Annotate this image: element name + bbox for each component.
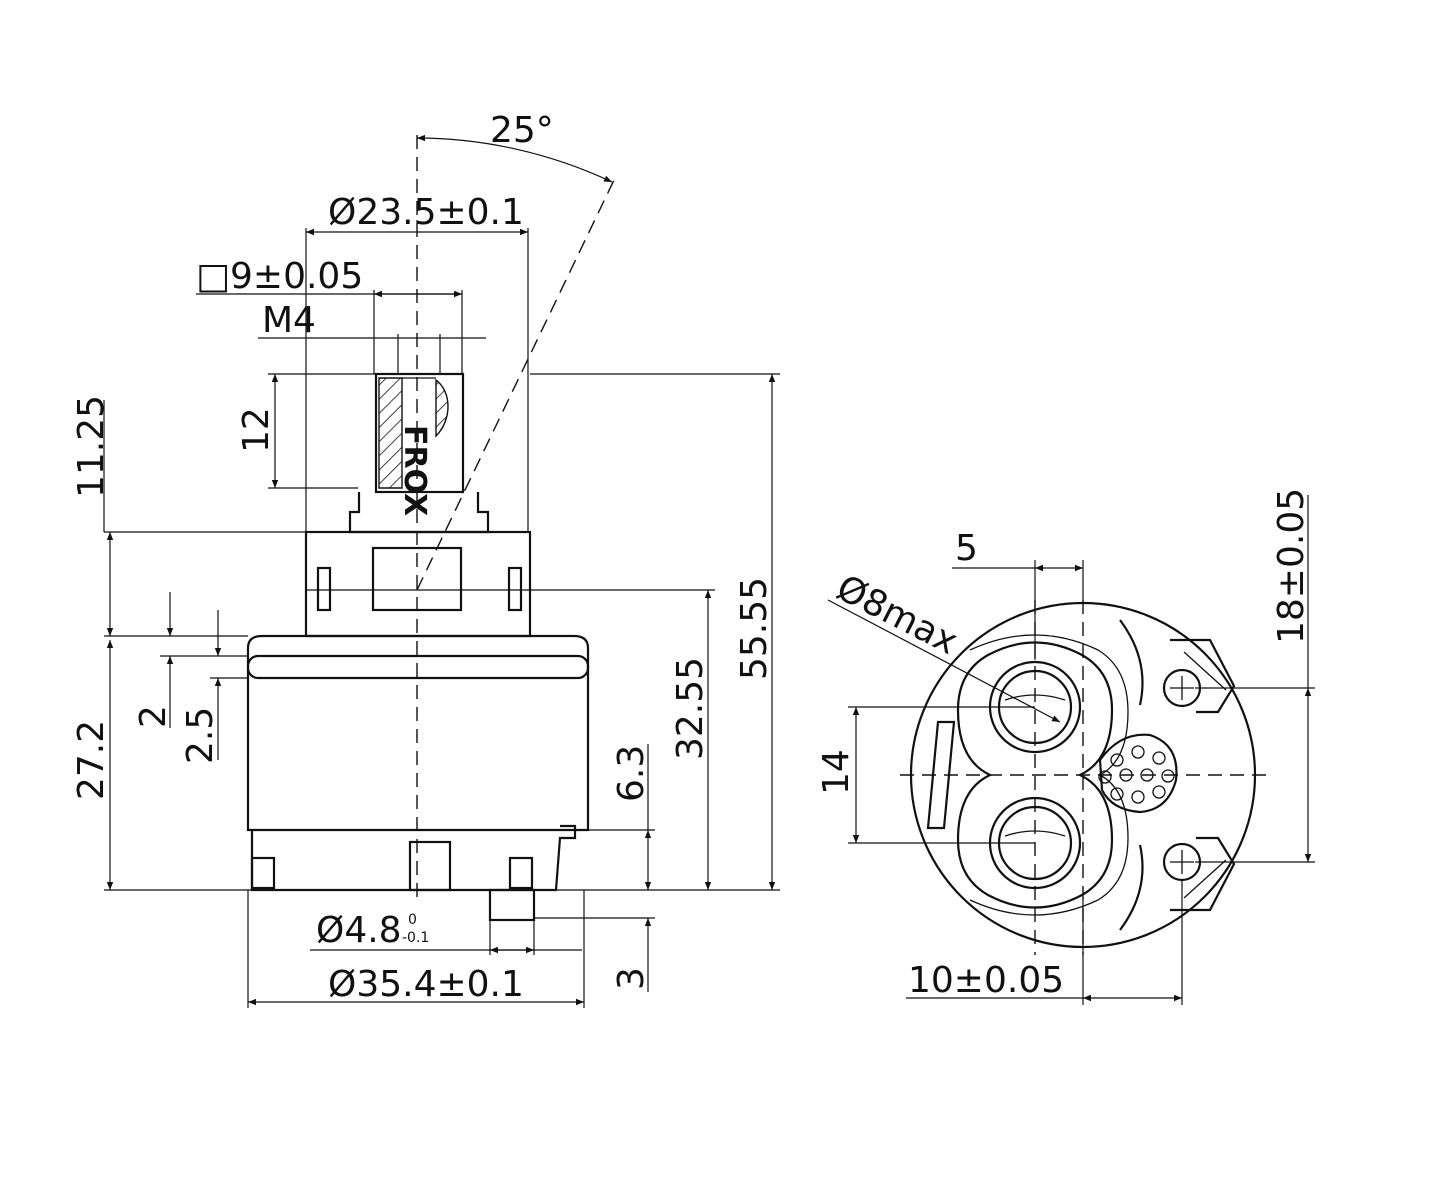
label-h-3: 3 bbox=[611, 967, 652, 990]
port-detail bbox=[1004, 830, 1066, 837]
label-hole-offset: 10±0.05 bbox=[908, 960, 1064, 1001]
port-detail bbox=[1004, 694, 1066, 701]
vent-hole bbox=[1131, 790, 1145, 804]
stem-lettering: FROX bbox=[397, 425, 432, 516]
label-d-body: Ø35.4±0.1 bbox=[328, 964, 524, 1005]
label-port-offset: 5 bbox=[955, 528, 978, 569]
vent-hole bbox=[1110, 753, 1124, 767]
label-h-11-25: 11.25 bbox=[71, 395, 112, 498]
label-h-6-3: 6.3 bbox=[611, 745, 652, 802]
tab-bottom bbox=[1170, 836, 1236, 912]
swing-line bbox=[416, 177, 616, 591]
stem bbox=[374, 372, 465, 494]
stem-hatch-right bbox=[435, 378, 449, 438]
bottom-view: 5 Ø8max 14 18±0.05 10±0.05 bbox=[816, 488, 1315, 1005]
base-tab-left bbox=[250, 856, 276, 890]
base-center bbox=[408, 840, 452, 892]
cap-window bbox=[371, 546, 463, 612]
vent-hole bbox=[1119, 768, 1133, 782]
o-ring-groove bbox=[246, 654, 590, 680]
label-h-12: 12 bbox=[236, 407, 277, 453]
vent-hole bbox=[1140, 768, 1154, 782]
label-h-2: 2 bbox=[133, 705, 174, 728]
label-h-2-5: 2.5 bbox=[180, 707, 221, 764]
locating-pin bbox=[488, 888, 536, 922]
label-d-pin-tol-upper: 0 bbox=[408, 912, 417, 928]
label-h-27-2: 27.2 bbox=[71, 720, 112, 800]
angle-arc bbox=[416, 134, 613, 183]
label-angle: 25° bbox=[490, 110, 554, 151]
vent-cluster bbox=[1098, 733, 1178, 814]
label-d-pin-tol-lower: -0.1 bbox=[402, 930, 429, 946]
vent-hole bbox=[1131, 745, 1145, 759]
cap-slot-left bbox=[316, 566, 332, 612]
cap-slot-right bbox=[507, 566, 523, 612]
body-curve bbox=[1119, 619, 1144, 706]
tab-left bbox=[926, 720, 956, 830]
stem-hatch-left bbox=[378, 377, 403, 489]
vent-hole bbox=[1152, 751, 1166, 765]
label-port-spacing: 14 bbox=[816, 749, 857, 795]
label-h-32-55: 32.55 bbox=[670, 657, 711, 760]
side-view: FROX 25° Ø23.5±0.1 □9±0.05 bbox=[71, 110, 780, 1008]
vent-hole bbox=[1152, 785, 1166, 799]
base-tab-right bbox=[508, 856, 534, 890]
tab-hatch bbox=[1183, 651, 1227, 691]
vent-hole bbox=[1161, 769, 1175, 783]
vent-hole bbox=[1098, 770, 1112, 784]
leader-port-diameter bbox=[827, 599, 1061, 723]
body-curve bbox=[1119, 844, 1144, 931]
label-hole-spacing: 18±0.05 bbox=[1271, 488, 1312, 644]
label-d-outer-top: Ø23.5±0.1 bbox=[328, 192, 524, 233]
label-thread: M4 bbox=[262, 300, 316, 341]
vent-hole bbox=[1110, 787, 1124, 801]
label-h-55-55: 55.55 bbox=[734, 577, 775, 680]
label-d-pin: Ø4.8 bbox=[316, 910, 402, 951]
label-square: □9±0.05 bbox=[196, 256, 363, 297]
tab-top bbox=[1170, 638, 1236, 714]
label-port-diameter: Ø8max bbox=[830, 567, 964, 662]
port-outline bbox=[956, 641, 1114, 909]
tab-hatch bbox=[1183, 859, 1227, 899]
body bbox=[246, 634, 590, 832]
